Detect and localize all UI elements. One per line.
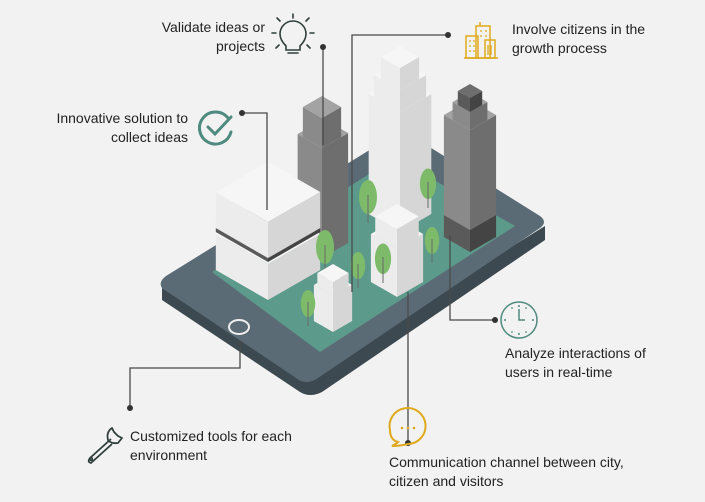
feature-text: Validate ideas or: [161, 19, 265, 35]
feature-text: Customized tools for each: [130, 428, 292, 444]
building-face-right: [322, 107, 342, 148]
building-roof: [215, 162, 321, 222]
building-roof: [317, 264, 349, 282]
feature-text: Analyze interactions of: [505, 345, 646, 361]
feature-text: citizen and visitors: [389, 473, 504, 489]
feature-text: growth process: [512, 40, 607, 56]
connector-lines: [129, 34, 495, 443]
building-face-right: [470, 215, 497, 252]
building-face-left: [313, 285, 333, 332]
feature-text: projects: [215, 38, 265, 54]
building-face-right: [268, 192, 321, 258]
building-face-left: [215, 234, 268, 300]
feature-text: users in real-time: [505, 364, 613, 380]
speech-bubble-icon: [388, 407, 427, 447]
building-face-left: [443, 115, 470, 230]
city-buildings: [215, 46, 497, 332]
building-face-right: [333, 273, 349, 296]
checkmark-circle-icon: [198, 110, 233, 146]
building-face-right: [470, 91, 483, 112]
feature-innovative: Innovative solution to collect ideas: [20, 109, 188, 147]
feature-text: environment: [130, 447, 208, 463]
building-face-right: [333, 285, 353, 332]
feature-involve: Involve citizens in the growth process: [512, 20, 645, 58]
lightbulb-icon: [271, 13, 315, 54]
connector-innovative: [242, 112, 268, 210]
feature-text: collect ideas: [110, 129, 188, 145]
building-face-right: [397, 234, 424, 297]
building-face-left: [302, 107, 322, 148]
building-roof: [302, 96, 342, 118]
feature-text: Involve citizens in the: [512, 21, 646, 37]
building-roof: [457, 84, 483, 98]
building-face-right: [268, 234, 321, 300]
building-face-left: [452, 102, 470, 130]
wrench-icon: [87, 427, 123, 464]
building-roof: [375, 204, 419, 229]
feature-text: Communication channel between city,: [389, 454, 624, 470]
building-face-left: [215, 228, 268, 262]
building-face-right: [397, 216, 419, 249]
city-buildings-icon: [464, 22, 498, 59]
building-face-left: [375, 216, 397, 249]
connector-dots: [127, 32, 498, 446]
building-face-left: [443, 215, 470, 252]
building-face-left: [317, 273, 333, 296]
building-face-left: [215, 192, 268, 258]
building-face-right: [322, 133, 349, 258]
feature-communication: Communication channel between city, citi…: [389, 453, 624, 491]
building-face-right: [400, 75, 427, 112]
connector-analyze: [449, 235, 495, 321]
building-roof: [380, 46, 420, 68]
connector-customized: [129, 340, 241, 408]
building-face-right: [470, 115, 497, 230]
building-face-right: [268, 228, 321, 262]
building-face-right: [470, 102, 488, 130]
feature-analyze: Analyze interactions of users in real-ti…: [505, 344, 646, 382]
feature-validate: Validate ideas or projects: [140, 18, 265, 56]
building-face-right: [400, 94, 432, 232]
building-face-left: [457, 91, 470, 112]
connector-involve: [351, 34, 448, 292]
building-face-left: [373, 75, 400, 112]
feature-customized: Customized tools for each environment: [130, 427, 292, 465]
clock-icon: [500, 301, 538, 339]
feature-text: Innovative solution to: [56, 110, 188, 126]
home-button: [228, 319, 250, 335]
